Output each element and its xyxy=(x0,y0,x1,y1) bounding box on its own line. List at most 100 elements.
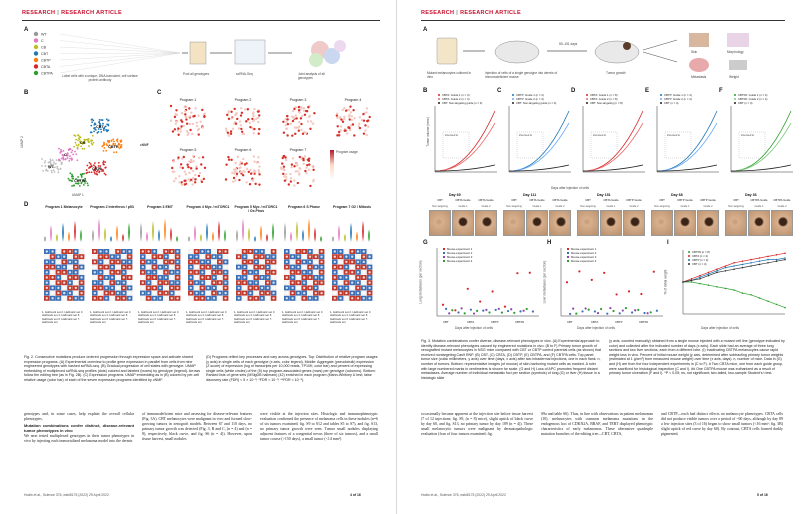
program-cell xyxy=(296,164,299,167)
genotype-label: CBTA xyxy=(41,65,51,69)
morphology-icon xyxy=(727,33,749,47)
genotype-tick: CBT xyxy=(443,320,449,324)
umap-cell xyxy=(105,149,108,152)
step-label: scRNA-Seq xyxy=(236,72,253,76)
header-rule xyxy=(421,20,785,21)
footer-citation: Hodis et al., Science 376, eabi8175 (202… xyxy=(24,493,109,497)
g-y-label: Lung metastases (per section) xyxy=(418,260,423,304)
program-cell xyxy=(353,117,356,120)
genotype-dot xyxy=(33,31,39,37)
skin-icon xyxy=(689,33,709,47)
umap-cell xyxy=(47,165,50,168)
metastasis-point xyxy=(590,278,593,281)
program-cell xyxy=(294,114,297,117)
program-cell xyxy=(282,165,286,168)
program-cell xyxy=(195,167,198,170)
program-cell xyxy=(240,130,244,133)
panel-label-C: C xyxy=(497,88,502,94)
program-cell xyxy=(177,156,180,159)
cluster-label: WT xyxy=(48,165,55,169)
umap-cell xyxy=(88,145,90,148)
genotype-tick: CBTA xyxy=(467,320,474,324)
photo-label: CBT xyxy=(585,198,591,202)
tumor-photo xyxy=(623,210,645,236)
program-cell xyxy=(252,112,255,116)
program-title: Program 5 xyxy=(179,148,197,152)
program-cell xyxy=(188,115,192,118)
metastasis-point xyxy=(572,307,575,310)
program-cell xyxy=(238,178,241,182)
program-cell xyxy=(301,132,305,136)
program-cell xyxy=(358,116,362,119)
program-cell xyxy=(257,120,260,124)
program-cell xyxy=(302,106,306,110)
program-cell xyxy=(365,133,368,137)
violin xyxy=(158,229,160,242)
program-cell xyxy=(341,120,345,123)
violin xyxy=(194,225,196,242)
genotype-tick: CBTP xyxy=(615,320,623,324)
program-cell xyxy=(239,114,243,117)
program-cell xyxy=(337,130,341,134)
genotype-tick: CBTPA xyxy=(515,320,524,324)
violin xyxy=(104,227,106,242)
program-cell xyxy=(289,122,293,125)
umap-cell xyxy=(91,143,94,146)
photo-label: CBTP Guide xyxy=(677,198,693,202)
program-cell xyxy=(193,181,197,184)
umap-cell xyxy=(76,159,79,162)
umap-cell xyxy=(81,147,84,150)
program-cell xyxy=(282,154,285,158)
program-cell xyxy=(195,124,199,128)
genotype-dot xyxy=(33,57,39,63)
program-cell xyxy=(350,118,353,122)
program-cell xyxy=(194,173,197,177)
program-cell xyxy=(339,128,342,132)
umap-cell xyxy=(62,158,65,161)
violin xyxy=(338,225,340,242)
program-cell xyxy=(187,131,190,135)
program-cell xyxy=(184,173,188,176)
program-cell xyxy=(286,118,289,121)
program-cell xyxy=(234,113,237,117)
legend-entry: Mouse experiment 3 xyxy=(447,255,473,259)
umap-cell xyxy=(97,165,100,167)
umap-cell xyxy=(53,161,55,164)
panel-f-growth: CBTPA: Guide 1 (n = 4)CBTPA: Guide 2 (n … xyxy=(730,93,793,173)
program-cell xyxy=(246,108,250,111)
program-cell xyxy=(351,123,355,126)
photo-label: CBTA Guide xyxy=(603,198,619,202)
program-cell xyxy=(239,160,242,164)
program-title: Program 7 G2 / Mitosis xyxy=(333,205,371,209)
weight-series xyxy=(682,259,786,283)
metastasis-point xyxy=(510,308,513,311)
metastasis-point xyxy=(525,307,528,311)
umap-cell xyxy=(77,134,79,137)
umap-cell xyxy=(102,161,104,164)
program-cell xyxy=(236,117,239,121)
program-cell xyxy=(184,113,187,116)
program-cell xyxy=(298,120,301,124)
program-cell xyxy=(257,132,260,135)
program-cell xyxy=(345,132,349,135)
program-cell xyxy=(303,113,307,116)
program-cell xyxy=(238,120,242,123)
program-cell xyxy=(179,127,182,131)
legend-entry: Mouse experiment 1 xyxy=(447,247,473,251)
program-cell xyxy=(349,111,353,114)
program-cell xyxy=(366,119,370,122)
program-cell xyxy=(240,127,243,131)
tumor-photo xyxy=(771,210,793,236)
umap-cell xyxy=(103,127,106,130)
program-cell xyxy=(289,176,293,180)
program-cell xyxy=(291,134,294,137)
program-cell xyxy=(313,112,316,115)
program-cell xyxy=(174,177,177,180)
umap-cell xyxy=(51,159,54,162)
program-cell xyxy=(187,165,190,169)
program-cell xyxy=(186,163,189,166)
umap-cell xyxy=(83,141,86,144)
program-cell xyxy=(336,125,339,128)
